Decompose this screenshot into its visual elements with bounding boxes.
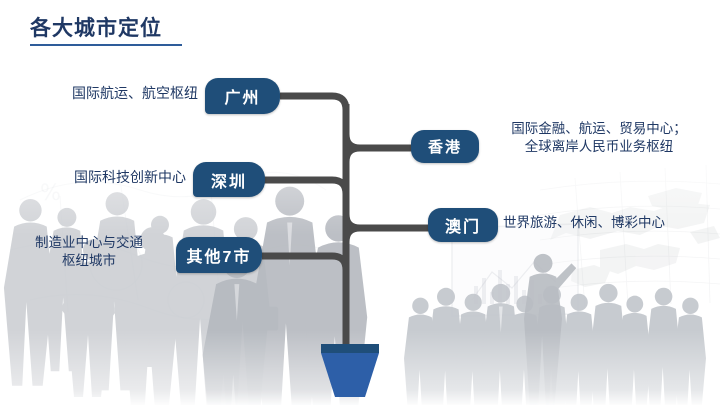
description-shenzhen: 国际科技创新中心 [74, 171, 186, 186]
badge-other7[interactable]: 其他7市 [176, 237, 262, 273]
funnel-body [321, 353, 379, 397]
title-underline [30, 44, 182, 46]
description-other7: 制造业中心与交通 枢纽城市 [35, 235, 143, 268]
badge-macau[interactable]: 澳门 [428, 208, 498, 242]
funnel-cap [321, 344, 379, 353]
page-title-text: 各大城市定位 [30, 17, 162, 40]
description-guangzhou: 国际航运、航空枢纽 [72, 87, 198, 102]
badge-shenzhen[interactable]: 深圳 [193, 162, 265, 197]
badge-guangzhou[interactable]: 广州 [205, 78, 280, 114]
description-hongkong: 国际金融、航运、贸易中心； 全球离岸人民币业务枢纽 [511, 121, 687, 154]
description-macau: 世界旅游、休闲、博彩中心 [503, 215, 665, 230]
badge-hongkong[interactable]: 香港 [411, 130, 479, 163]
page-title: 各大城市定位 [30, 12, 182, 46]
